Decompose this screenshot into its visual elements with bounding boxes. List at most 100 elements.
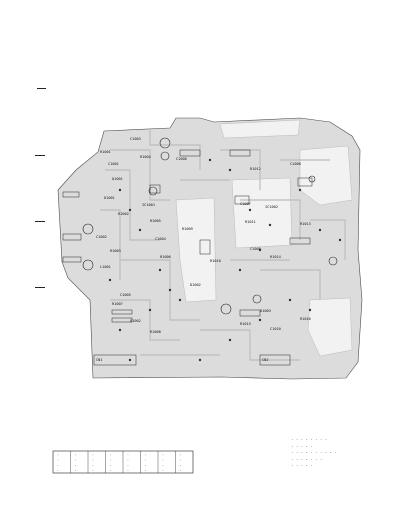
table-cell: · bbox=[75, 453, 77, 457]
solder-point bbox=[168, 288, 172, 292]
component-label: C1010 bbox=[270, 327, 281, 331]
table-cell: · bbox=[57, 468, 59, 472]
footprint-pad bbox=[239, 309, 261, 317]
copper-trace bbox=[200, 329, 300, 361]
table-cell: · bbox=[127, 468, 129, 472]
solder-point bbox=[298, 188, 302, 192]
table-cell: · bbox=[162, 463, 164, 467]
table-cell: · bbox=[162, 458, 164, 462]
margin-tick bbox=[37, 88, 46, 89]
solder-point bbox=[268, 223, 272, 227]
table-cell: · bbox=[92, 453, 94, 457]
solder-point bbox=[148, 308, 152, 312]
footprint-via bbox=[252, 294, 262, 304]
legend-line: · · · · · · · · · · bbox=[291, 450, 337, 455]
component-label: C1006 bbox=[176, 157, 187, 161]
solder-point bbox=[318, 228, 322, 232]
solder-point bbox=[108, 278, 112, 282]
component-label: R1015 bbox=[240, 322, 251, 326]
component-label: C1009 bbox=[250, 247, 261, 251]
footprint-via bbox=[82, 223, 94, 235]
table-cell: · bbox=[145, 453, 147, 457]
component-label: C1001 bbox=[108, 162, 119, 166]
solder-point bbox=[228, 168, 232, 172]
reference-table: ································ bbox=[52, 450, 194, 474]
solder-point bbox=[308, 308, 312, 312]
table-cell: · bbox=[75, 458, 77, 462]
table-cell: · bbox=[57, 453, 59, 457]
component-label: IC1001 bbox=[142, 203, 155, 207]
table-cell: · bbox=[180, 453, 182, 457]
table-cell: · bbox=[127, 458, 129, 462]
copper-trace bbox=[110, 149, 170, 201]
solder-point bbox=[208, 158, 212, 162]
component-label: C1007 bbox=[240, 202, 251, 206]
table-cell: · bbox=[162, 453, 164, 457]
component-label: CN2 bbox=[262, 358, 269, 362]
table-cell: · bbox=[57, 463, 59, 467]
component-label: R1016 bbox=[300, 317, 311, 321]
footprint-via bbox=[148, 186, 158, 196]
table-cell: · bbox=[110, 468, 112, 472]
component-label: R1013 bbox=[300, 222, 311, 226]
margin-tick bbox=[35, 155, 45, 156]
table-cell: · bbox=[92, 468, 94, 472]
copper-pour-regions bbox=[175, 119, 353, 357]
component-label: R1012 bbox=[250, 167, 261, 171]
copper-zone bbox=[307, 297, 353, 357]
legend-line: · · · · · bbox=[291, 463, 313, 468]
component-label: C1005 bbox=[120, 293, 131, 297]
legend-line: · · · · · · · bbox=[291, 456, 323, 462]
component-label: Q1001 bbox=[112, 177, 123, 181]
copper-trace bbox=[310, 219, 346, 260]
footprint-pad bbox=[111, 317, 133, 323]
component-label: R1002 bbox=[118, 212, 129, 216]
solder-point bbox=[128, 358, 132, 362]
component-label: R1007 bbox=[112, 302, 123, 306]
table-cell: · bbox=[145, 468, 147, 472]
footprint-pad bbox=[179, 149, 201, 157]
footprint-pad bbox=[259, 354, 291, 366]
table-cell: · bbox=[162, 468, 164, 472]
solder-point bbox=[258, 318, 262, 322]
margin-tick bbox=[35, 221, 45, 222]
legend-block: · · · · · · · ·· · · · ·· · · · · · · · … bbox=[291, 437, 371, 471]
table-cell: · bbox=[57, 458, 59, 462]
footprint-pad bbox=[111, 309, 133, 315]
legend-line: · · · · · bbox=[291, 443, 313, 449]
solder-point bbox=[178, 298, 182, 302]
footprint-pad bbox=[62, 233, 82, 241]
table-cell: · bbox=[180, 458, 182, 462]
footprint-via bbox=[159, 137, 171, 149]
table-cell: · bbox=[75, 468, 77, 472]
component-label: R1008 bbox=[150, 330, 161, 334]
table-cell: · bbox=[92, 463, 94, 467]
copper-zone bbox=[231, 177, 293, 249]
footprint-pad bbox=[199, 239, 211, 255]
footprint-pad bbox=[93, 354, 137, 366]
footprint-pad bbox=[234, 195, 250, 205]
footprint-pad bbox=[289, 237, 311, 245]
component-label: R1011 bbox=[245, 220, 256, 224]
footprint-pad bbox=[62, 256, 82, 263]
component-label: R1005 bbox=[150, 219, 161, 223]
table-cell: · bbox=[145, 463, 147, 467]
component-label: R1004 bbox=[140, 155, 151, 159]
legend-line: · · · · · · · · bbox=[291, 437, 328, 442]
footprint-via bbox=[160, 151, 170, 161]
footprint-via bbox=[220, 303, 232, 315]
copper-trace bbox=[105, 169, 160, 241]
component-label: C1002 bbox=[96, 235, 107, 239]
component-label: L1001 bbox=[100, 265, 111, 269]
component-label: C1004 bbox=[155, 237, 166, 241]
table-cell: · bbox=[180, 463, 182, 467]
component-label: R1014 bbox=[270, 255, 281, 259]
component-label: C1003 bbox=[130, 137, 141, 141]
solder-point bbox=[338, 238, 342, 242]
copper-zone bbox=[299, 145, 353, 206]
footprint-via bbox=[328, 256, 338, 266]
copper-trace bbox=[260, 269, 321, 300]
copper-zone bbox=[219, 119, 301, 139]
